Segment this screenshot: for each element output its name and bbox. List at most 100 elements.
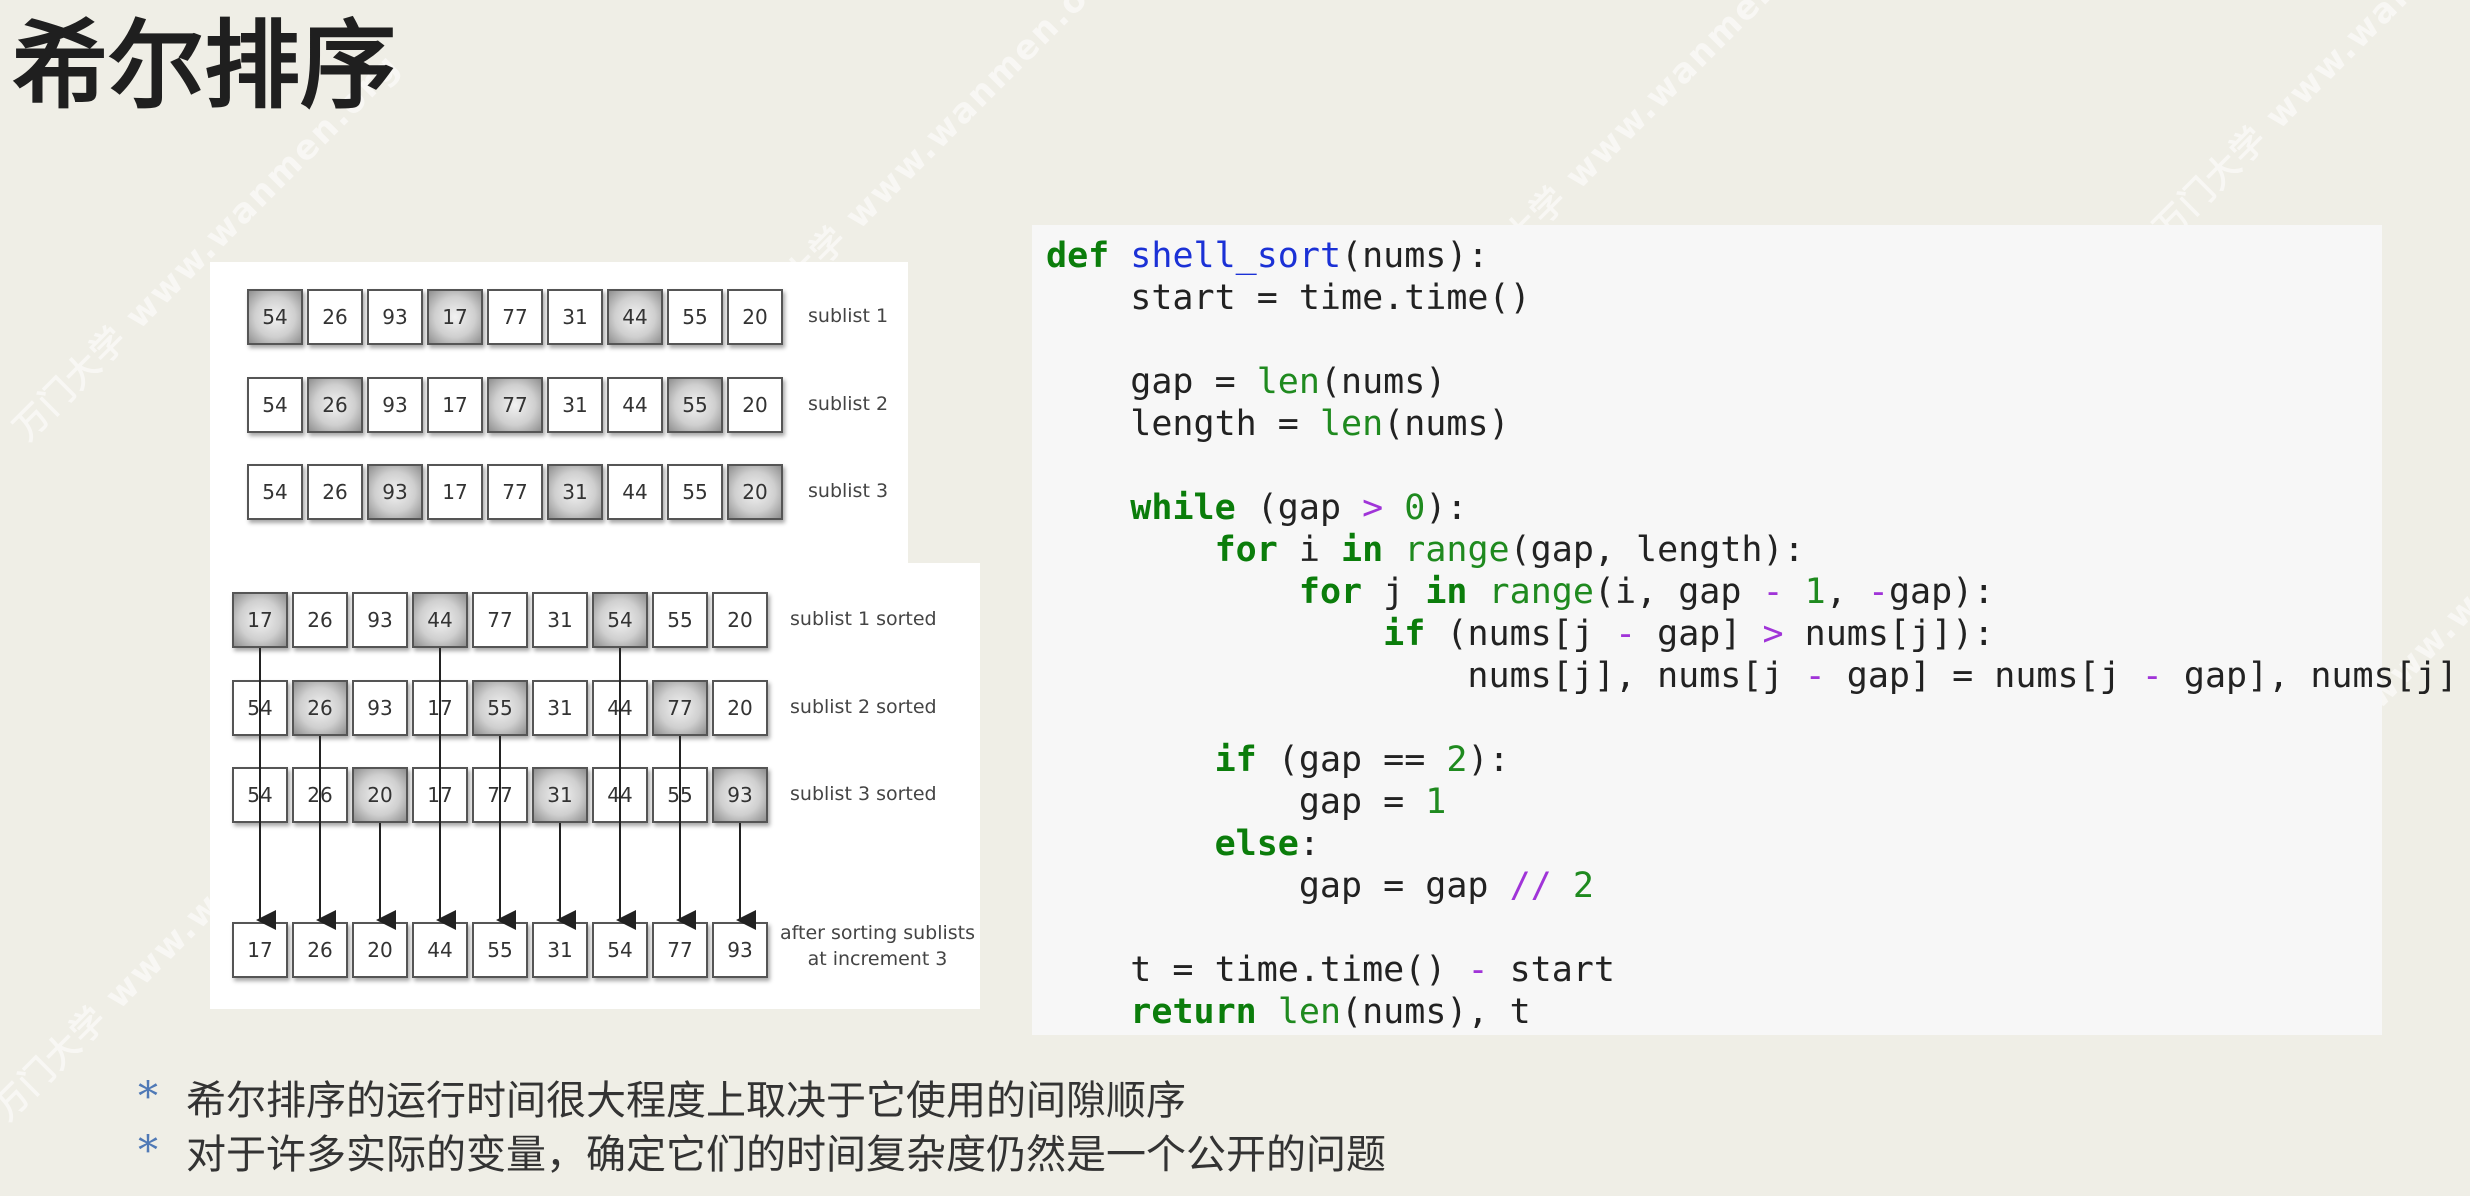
array-cell: 31 <box>532 680 588 736</box>
code-token: len <box>1277 992 1342 1032</box>
array-cell: 93 <box>352 680 408 736</box>
code-token <box>1257 992 1278 1032</box>
array-cell: 26 <box>307 464 363 520</box>
array-cell: 77 <box>472 767 528 823</box>
array-cell: 54 <box>592 592 648 648</box>
array-cell: 17 <box>232 592 288 648</box>
code-token: gap], nums[j] <box>2162 656 2458 696</box>
code-token: 1 <box>1425 782 1447 822</box>
code-token: length = <box>1046 404 1320 444</box>
array-cell: 54 <box>247 464 303 520</box>
row-label: sublist 3 sorted <box>790 783 937 805</box>
array-cell: 54 <box>232 767 288 823</box>
code-token: gap] = nums[j <box>1825 656 2142 696</box>
code-token: if <box>1383 614 1426 654</box>
array-cell: 31 <box>547 464 603 520</box>
row-label-line: after sorting sublists <box>780 922 976 944</box>
array-cell: 77 <box>652 922 708 978</box>
array-cell: 54 <box>247 377 303 433</box>
code-token <box>1046 488 1130 528</box>
array-cell: 44 <box>412 592 468 648</box>
array-cell: 55 <box>472 680 528 736</box>
array-cell: 55 <box>652 592 708 648</box>
array-cell: 93 <box>712 922 768 978</box>
array-cell: 20 <box>352 922 408 978</box>
code-token: - <box>1467 950 1489 990</box>
code-token <box>1046 824 1215 864</box>
code-token: for <box>1214 530 1278 570</box>
code-block: def shell_sort(nums): start = time.time(… <box>1032 225 2458 1035</box>
code-token: (i, gap <box>1593 572 1763 612</box>
code-token: - <box>1867 572 1889 612</box>
code-token <box>1784 572 1805 612</box>
array-cell: 31 <box>532 767 588 823</box>
code-token: (nums), t <box>1341 992 1531 1032</box>
code-token: - <box>1614 614 1637 654</box>
array-cell: 55 <box>652 767 708 823</box>
code-token: len <box>1256 362 1320 402</box>
array-cell: 26 <box>292 592 348 648</box>
code-token <box>1046 992 1130 1032</box>
code-token: gap] <box>1636 614 1763 654</box>
array-cell: 26 <box>307 289 363 345</box>
array-cell: 44 <box>607 464 663 520</box>
array-cell: 17 <box>427 289 483 345</box>
bullet-marker: * <box>138 1074 158 1120</box>
code-token: (gap <box>1235 488 1363 528</box>
array-cell: 17 <box>412 680 468 736</box>
code-token: (nums) <box>1319 362 1447 402</box>
code-token <box>1046 572 1299 612</box>
row-label: sublist 1 sorted <box>790 608 937 630</box>
code-token: (nums[j <box>1425 614 1615 654</box>
array-cell: 55 <box>667 464 723 520</box>
array-cell: 93 <box>352 592 408 648</box>
code-line: gap = len(nums) <box>1046 361 1446 403</box>
code-line: return len(nums), t <box>1046 991 1531 1033</box>
code-token: nums[j]): <box>1783 614 1995 654</box>
array-cell: 77 <box>487 377 543 433</box>
code-token: 2 <box>1572 866 1594 906</box>
slide-title: 希尔排序 <box>12 10 396 122</box>
watermark-text: 万门大学 www.wanmen.org <box>2145 0 2470 249</box>
code-token <box>1046 740 1215 780</box>
code-token <box>1383 530 1404 570</box>
code-token: j <box>1362 572 1426 612</box>
code-line: length = len(nums) <box>1046 403 1509 445</box>
row-label: sublist 2 sorted <box>790 696 937 718</box>
code-line: nums[j], nums[j - gap] = nums[j - gap], … <box>1046 655 2458 697</box>
array-cell: 26 <box>292 680 348 736</box>
array-cell: 77 <box>472 592 528 648</box>
array-cell: 20 <box>712 680 768 736</box>
array-cell: 26 <box>307 377 363 433</box>
code-token: > <box>1762 614 1784 654</box>
row-label: after sorting sublists at increment 3 <box>780 920 975 972</box>
array-cell: 31 <box>547 377 603 433</box>
array-cell: 44 <box>607 377 663 433</box>
array-cell: 26 <box>292 767 348 823</box>
bullet-text: 希尔排序的运行时间很大程度上取决于它使用的间隙顺序 <box>186 1078 1186 1124</box>
array-cell: 31 <box>532 592 588 648</box>
row-label-line: at increment 3 <box>807 948 948 970</box>
code-token <box>1467 572 1488 612</box>
array-cell: 77 <box>487 289 543 345</box>
array-cell: 31 <box>547 289 603 345</box>
code-token: shell_sort <box>1130 236 1342 276</box>
code-token: t = time.time() <box>1046 950 1468 990</box>
array-cell: 93 <box>367 377 423 433</box>
bullet-text: 对于许多实际的变量，确定它们的时间复杂度仍然是一个公开的问题 <box>186 1132 1386 1178</box>
code-token: gap = <box>1046 782 1426 822</box>
code-line: for i in range(gap, length): <box>1046 529 1805 571</box>
code-token: (gap == <box>1256 740 1447 780</box>
array-cell: 55 <box>472 922 528 978</box>
code-token: ): <box>1467 740 1510 780</box>
array-cell: 93 <box>367 289 423 345</box>
code-token: gap = gap <box>1046 866 1510 906</box>
code-token: while <box>1130 488 1236 528</box>
array-cell: 20 <box>712 592 768 648</box>
code-token: for <box>1298 572 1363 612</box>
code-line: gap = 1 <box>1046 781 1447 823</box>
code-token: : <box>1298 824 1320 864</box>
